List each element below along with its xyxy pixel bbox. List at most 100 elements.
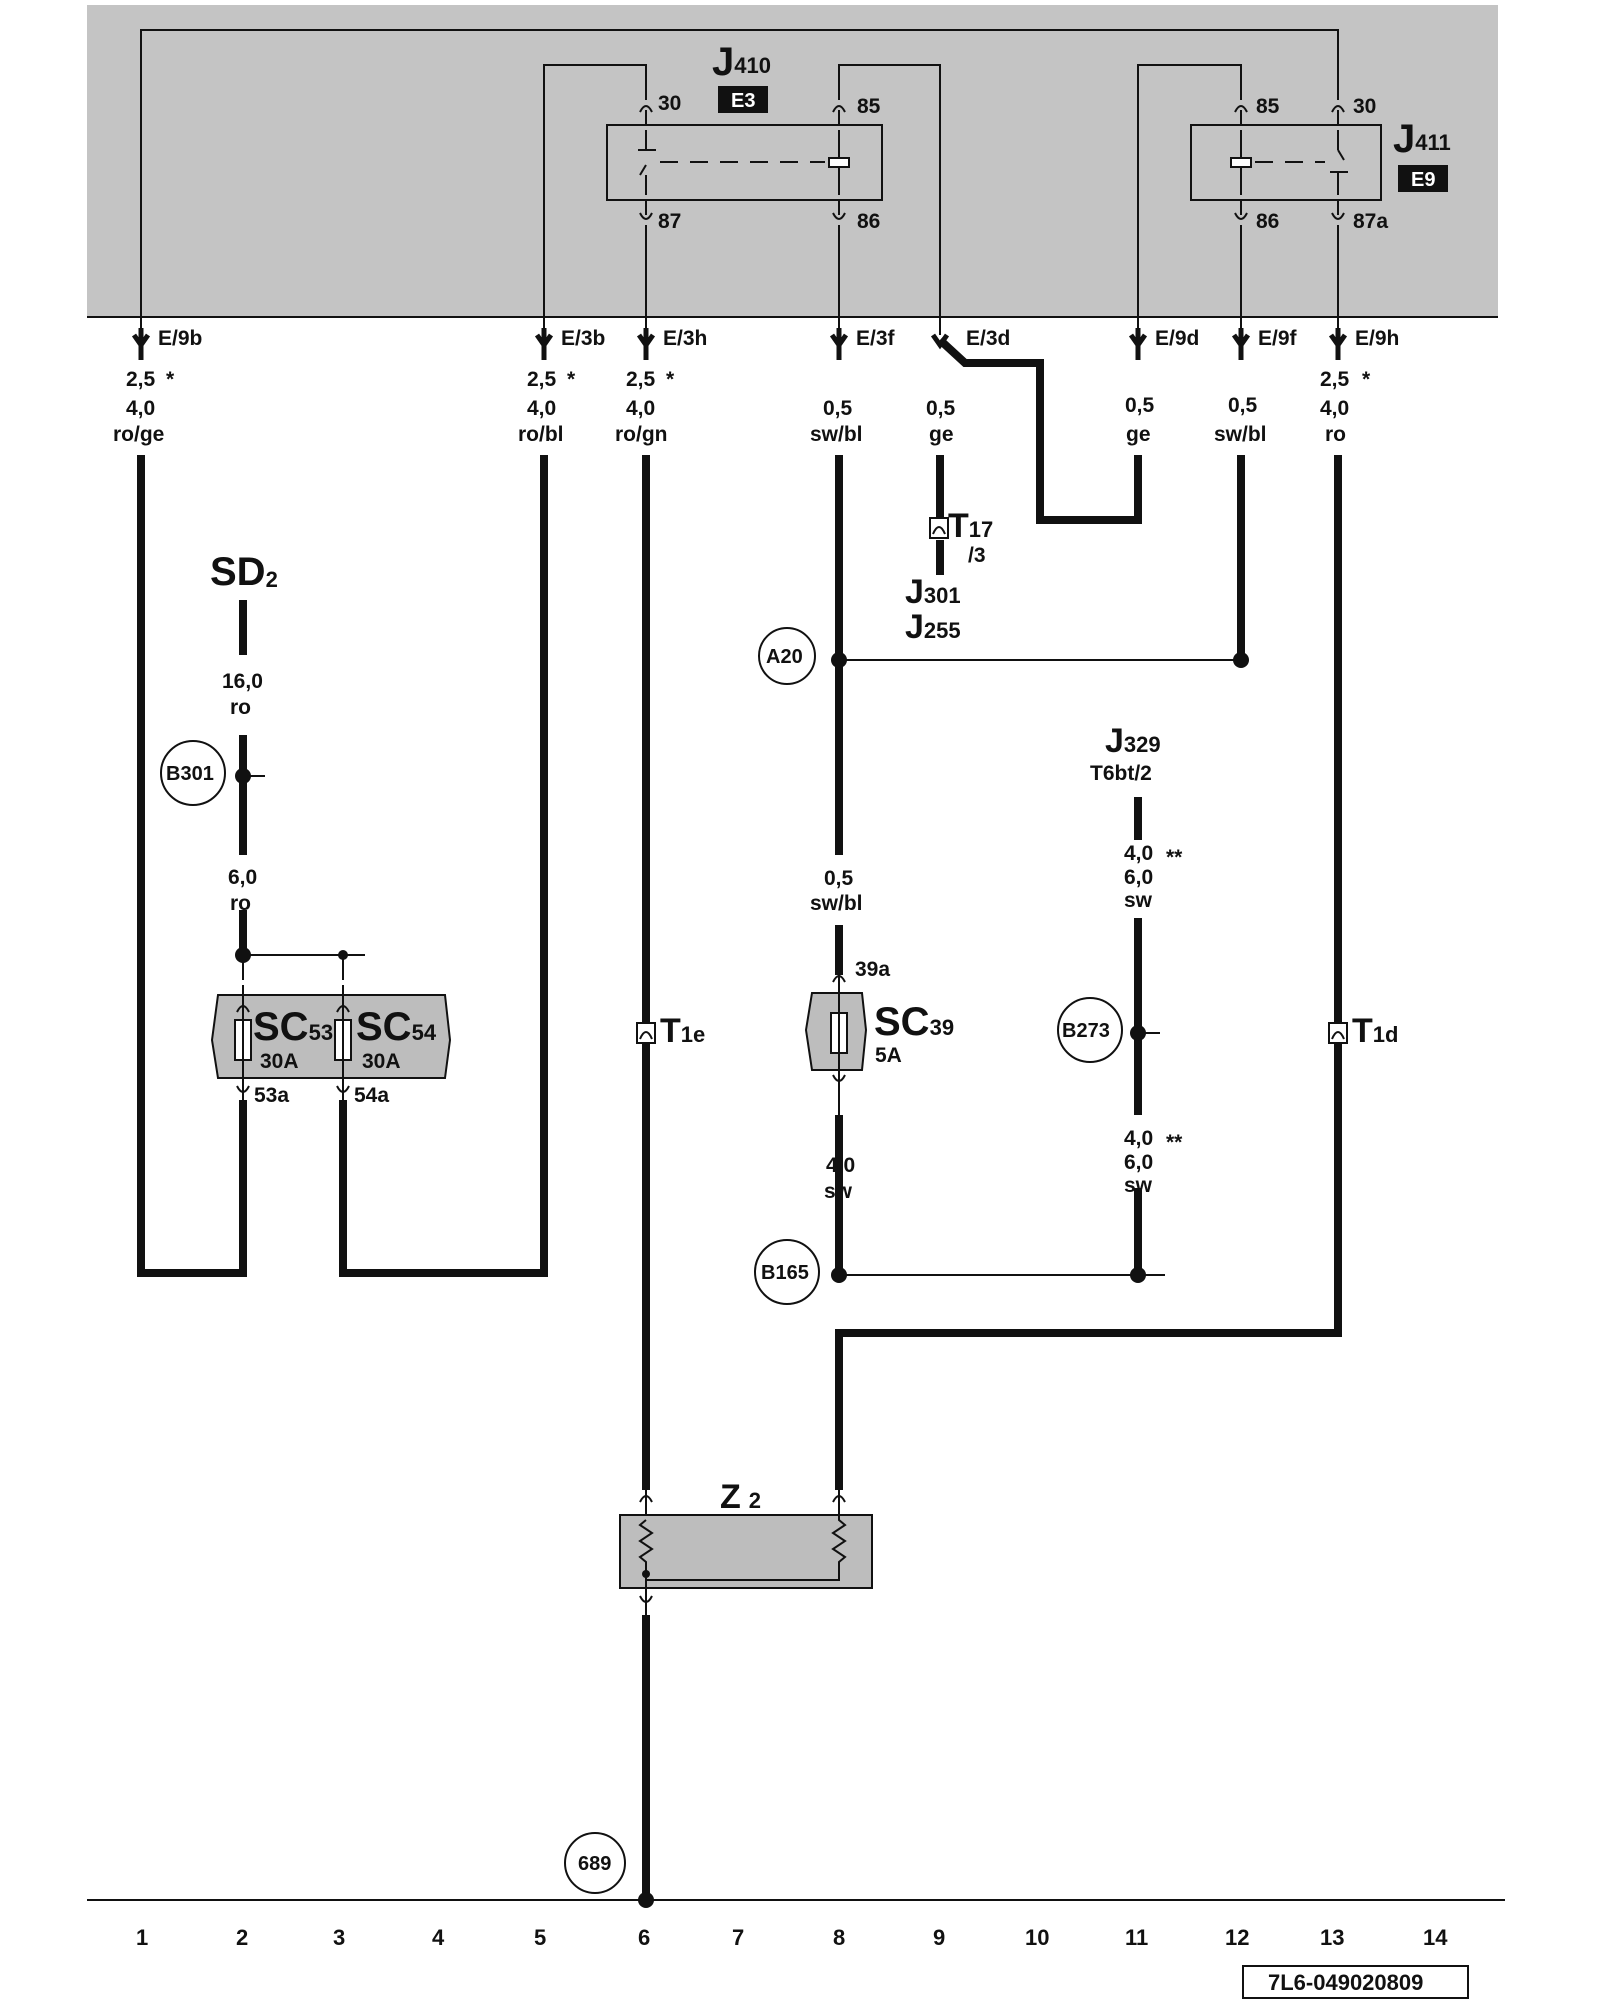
wire-label-col8: 0,5 sw/bl — [810, 397, 863, 446]
fuse-sc54-pin: 54a — [354, 1084, 389, 1107]
fuse-sc53-rating: 30A — [260, 1050, 299, 1073]
ref-a20: A20 — [758, 627, 816, 685]
column-number: 8 — [833, 1925, 845, 1950]
wire-sd2-low-size: 6,0 — [228, 866, 257, 889]
splice-b301 — [235, 768, 251, 784]
column-number: 4 — [432, 1925, 445, 1950]
splice-points — [235, 652, 1249, 1908]
wire-col12-color: sw/bl — [1214, 423, 1267, 446]
fuse-sc54-rating: 30A — [362, 1050, 401, 1073]
connector-e9d: E/9d — [1155, 327, 1199, 350]
wire-col13-to-z2 — [835, 455, 1342, 1490]
connector-t1d-symbol — [1328, 1022, 1348, 1044]
component-j255: J255 — [905, 608, 961, 646]
connector-arrows — [131, 328, 1348, 360]
column-number: 13 — [1320, 1925, 1344, 1950]
connector-e3d: E/3d — [966, 327, 1010, 350]
wire-label-col1: 2,5 * 4,0 ro/ge — [113, 368, 175, 446]
relay-j411-body — [1190, 124, 1382, 201]
wire-label-col5: 2,5 * 4,0 ro/bl — [518, 368, 576, 446]
component-j329: J329 — [1105, 722, 1161, 760]
relay-j411-switch-contact — [1330, 130, 1348, 195]
diagram-code: 7L6-049020809 — [1268, 1970, 1423, 1995]
fuse-sc39-rating: 5A — [875, 1044, 902, 1067]
ref-b301-label: B301 — [166, 763, 214, 785]
column-number: 11 — [1125, 1925, 1148, 1950]
connector-e9f: E/9f — [1258, 327, 1298, 350]
wire-col13-star: * — [1362, 368, 1371, 391]
wire-col5-color: ro/bl — [518, 423, 564, 446]
component-t17: T17 — [948, 507, 993, 545]
ref-689-label: 689 — [578, 1853, 611, 1875]
relay-pin-arrows — [639, 105, 1345, 220]
column-numbers: 1 2 3 4 5 6 7 8 9 10 11 12 13 14 — [136, 1925, 1448, 1950]
fuse-sc53-pin: 53a — [254, 1084, 289, 1107]
ref-689: 689 — [564, 1832, 626, 1894]
relay-j411-pin-30: 30 — [1353, 95, 1376, 118]
relay-j410-pin-86: 86 — [857, 210, 880, 233]
ref-b273-label: B273 — [1062, 1020, 1110, 1042]
column-number: 14 — [1423, 1925, 1448, 1950]
splice-a20 — [831, 652, 847, 668]
relay-j411-tag-bg — [1398, 165, 1448, 192]
wire-j329-low-star: ** — [1166, 1131, 1183, 1154]
component-t1d: T1d — [1352, 1012, 1398, 1050]
wire-col1-to-sc53 — [137, 455, 247, 1277]
relay-j410-switch-contact — [638, 130, 656, 195]
wire-col5-size-b: 4,0 — [527, 397, 556, 420]
component-sc39: SC39 — [874, 1000, 954, 1044]
splice-fuse-bus — [235, 947, 251, 963]
column-number: 12 — [1225, 1925, 1249, 1950]
wire-sd2-color: ro — [230, 696, 251, 719]
wire-sd2-low-color: ro — [230, 892, 251, 915]
relay-j411-pin-87a: 87a — [1353, 210, 1388, 233]
splice-col12 — [1233, 652, 1249, 668]
column-number: 7 — [732, 1925, 744, 1950]
splice-b165-right — [1130, 1267, 1146, 1283]
ref-b165-label: B165 — [761, 1262, 809, 1284]
connector-t17-symbol — [929, 517, 949, 539]
relay-j410: J410 E3 30 85 87 86 — [606, 40, 883, 233]
relay-j410-body — [606, 124, 883, 201]
splice-b165 — [831, 1267, 847, 1283]
wire-col1-color: ro/ge — [113, 423, 164, 446]
connector-e9b: E/9b — [158, 327, 202, 350]
wire-col6-size-b: 4,0 — [626, 397, 655, 420]
wire-col6-size-a: 2,5 — [626, 368, 656, 391]
component-j329-pin: T6bt/2 — [1090, 762, 1152, 785]
wire-col6-star: * — [666, 368, 675, 391]
wire-col1-size-a: 2,5 — [126, 368, 156, 391]
wire-col6-color: ro/gn — [615, 423, 668, 446]
wire-col11-color: ge — [1126, 423, 1151, 446]
diagram-code-box — [1242, 1965, 1469, 1999]
connector-t1e-symbol — [636, 1022, 656, 1044]
fuse-holder-sc53-sc54 — [210, 985, 452, 1100]
column-number: 5 — [534, 1925, 546, 1950]
column-number: 9 — [933, 1925, 945, 1950]
wire-col13-size-b: 4,0 — [1320, 397, 1349, 420]
relay-j411: J411 E9 85 30 86 87a — [1190, 95, 1451, 233]
wire-col1-star: * — [166, 368, 175, 391]
column-number: 10 — [1025, 1925, 1049, 1950]
thick-wiring — [137, 337, 1342, 1898]
wire-col8-low-color: sw — [824, 1180, 853, 1203]
ref-b165: B165 — [754, 1239, 820, 1305]
wire-sd2-size: 16,0 — [222, 670, 263, 693]
relay-j410-pin-85: 85 — [857, 95, 881, 118]
wire-col13-size-a: 2,5 — [1320, 368, 1350, 391]
relay-j410-pin-30: 30 — [658, 92, 681, 115]
splice-ground — [638, 1892, 654, 1908]
ref-b273: B273 — [1057, 997, 1123, 1063]
panel-internal-wiring — [140, 29, 1339, 335]
wire-col5-star: * — [567, 368, 576, 391]
component-sd2: SD2 — [210, 550, 278, 594]
relay-j411-tag: E9 — [1411, 169, 1435, 191]
wire-sc54-to-col5 — [339, 455, 548, 1277]
relay-j411-name: J411 — [1393, 117, 1451, 161]
wire-col13-color: ro — [1325, 423, 1346, 446]
wire-col8-low-size: 4,0 — [826, 1154, 855, 1177]
wire-col12-size: 0,5 — [1228, 394, 1258, 417]
relay-j411-pin-86: 86 — [1256, 210, 1279, 233]
